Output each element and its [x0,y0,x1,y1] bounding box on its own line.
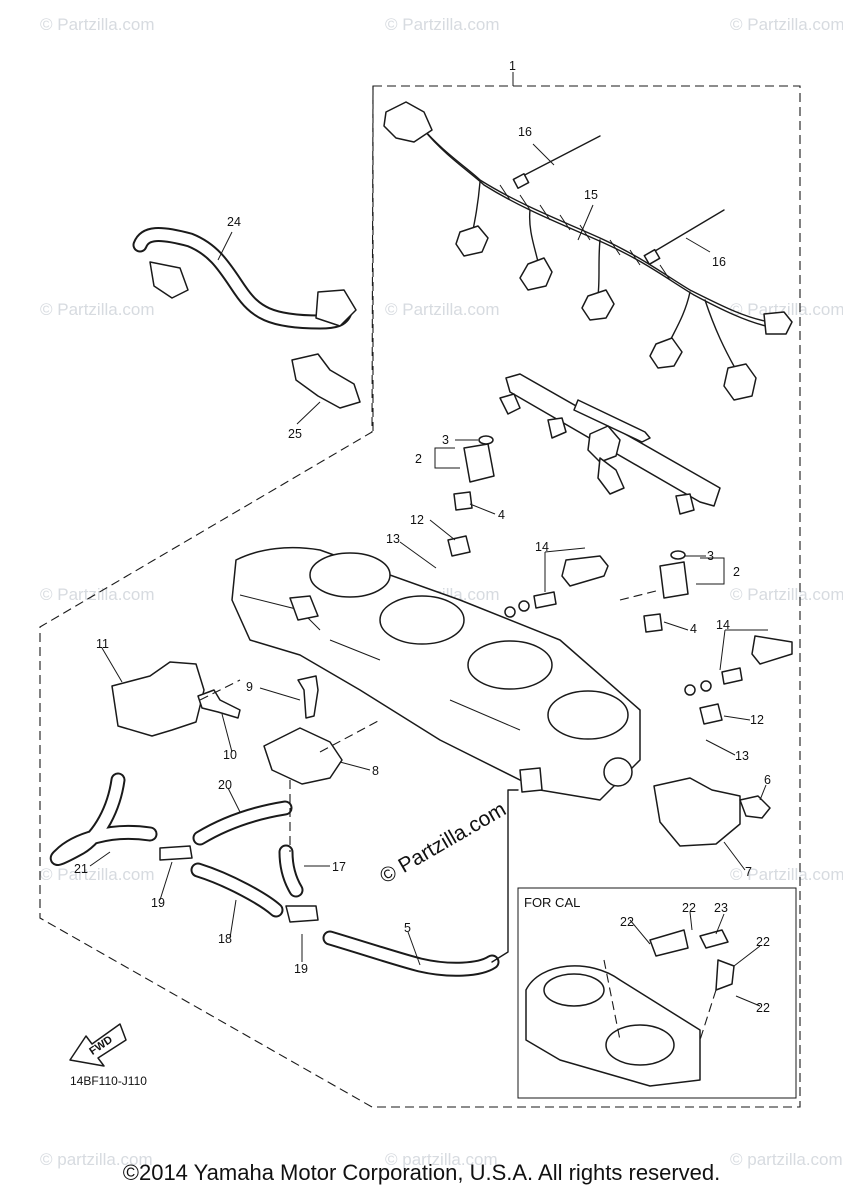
watermark: © Partzilla.com [385,15,500,34]
callout-11: 11 [96,637,109,651]
callout-20: 20 [218,778,232,792]
callout-12: 12 [410,513,424,527]
callout-22d: 22 [756,1001,770,1015]
callout-22b: 22 [682,901,696,915]
callout-22c: 22 [756,935,770,949]
callout-18: 18 [218,932,232,946]
callout-17: 17 [332,860,346,874]
callout-15: 15 [584,188,598,202]
callout-19b: 19 [294,962,308,976]
watermark: © Partzilla.com [40,15,155,34]
callout-layer: 1 2 2 3 3 4 4 5 6 7 8 9 10 11 12 12 13 1… [74,59,771,1015]
callout-12b: 12 [750,713,764,727]
callout-8: 8 [372,764,379,778]
callout-5: 5 [404,921,411,935]
callout-13b: 13 [735,749,749,763]
callout-10: 10 [223,748,237,762]
leader-lines [89,72,768,1007]
watermark: © Partzilla.com [730,300,843,319]
watermark: © Partzilla.com [730,585,843,604]
fuel-rail-assembly [453,373,721,633]
callout-25: 25 [288,427,302,441]
callout-16b: 16 [712,255,726,269]
pipes-and-caps [447,535,793,725]
center-watermark: © Partzilla.com [376,798,510,889]
callout-13: 13 [386,532,400,546]
watermark: © Partzilla.com [385,300,500,319]
callout-7: 7 [745,865,752,879]
watermark: © partzilla.com [385,1150,498,1169]
fwd-arrow: FWD [69,1023,127,1067]
watermark: © Partzilla.com [40,300,155,319]
callout-14b: 14 [716,618,730,632]
watermark: © partzilla.com [40,1150,153,1169]
fuel-hose-assembly [132,227,361,409]
callout-22: 22 [620,915,634,929]
callout-3: 3 [442,433,449,447]
for-cal-inset [525,929,735,1087]
callout-19: 19 [151,896,165,910]
callout-4: 4 [498,508,505,522]
watermark: © Partzilla.com [40,865,155,884]
watermark: © Partzilla.com [730,15,843,34]
inset-title: FOR CAL [524,895,580,910]
callout-16: 16 [518,125,532,139]
callout-23: 23 [714,901,728,915]
callout-2: 2 [415,452,422,466]
callout-14: 14 [535,540,549,554]
vacuum-hoses [49,772,519,977]
callout-9: 9 [246,680,253,694]
for-cal-inset-frame [517,887,797,1099]
throttle-body [231,546,641,801]
group-outlines [39,85,801,1108]
watermark-layer: © Partzilla.com © Partzilla.com © Partzi… [40,15,843,1169]
callout-3b: 3 [707,549,714,563]
callout-6: 6 [764,773,771,787]
callout-24: 24 [227,215,241,229]
diagram-code: 14BF110-J110 [70,1074,147,1088]
callout-2b: 2 [733,565,740,579]
watermark: © Partzilla.com [40,585,155,604]
callout-4b: 4 [690,622,697,636]
watermark: © partzilla.com [730,1150,843,1169]
wire-harness [383,101,793,401]
sensors-and-fasteners [111,661,771,847]
copyright-footer: ©2014 Yamaha Motor Corporation, U.S.A. A… [122,1160,721,1185]
callout-21: 21 [74,862,88,876]
watermark: © Partzilla.com [730,865,843,884]
callout-1: 1 [509,59,516,73]
